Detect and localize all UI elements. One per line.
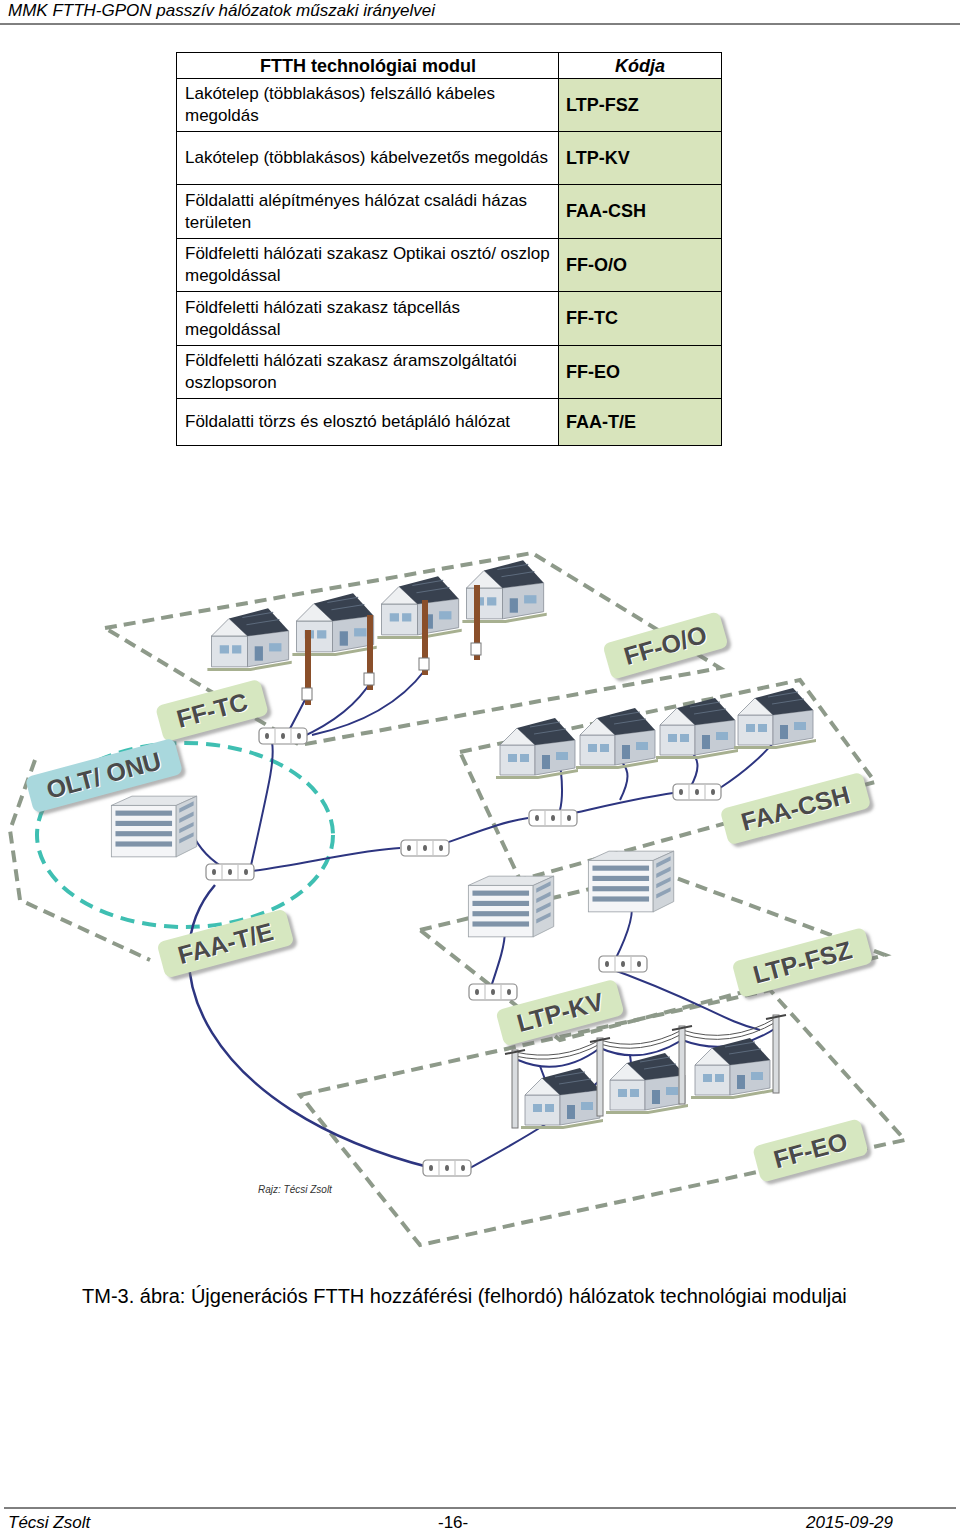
module-cell: Földfeletti hálózati szakasz tápcellás m…: [176, 291, 560, 346]
module-cell: Földalatti törzs és elosztó betápláló há…: [176, 398, 560, 446]
code-cell: FF-TC: [558, 291, 722, 346]
module-name: Földfeletti hálózati szakasz áramszolgál…: [185, 350, 551, 394]
module-banner: OLT/ ONU: [25, 737, 183, 812]
table-header-cell: FTTH technológiai modul: [176, 52, 560, 80]
pole-boxes: [302, 643, 481, 700]
drawing-credit: Rajz: Técsi Zsolt: [258, 1184, 332, 1195]
page-header: MMK FTTH-GPON passzív hálózatok műszaki …: [8, 1, 435, 21]
code-cell: FF-O/O: [558, 238, 722, 292]
banner-label: FAA-CSH: [739, 780, 854, 836]
code-cell: LTP-KV: [558, 131, 722, 185]
module-cell: Földalatti alépítményes hálózat családi …: [176, 184, 560, 239]
banner-label: FF-TC: [173, 687, 250, 733]
code-cell: FAA-CSH: [558, 184, 722, 239]
module-banner: FF-O/O: [602, 611, 728, 680]
module-name: Földalatti alépítményes hálózat családi …: [185, 190, 551, 234]
module-banner: FF-EO: [752, 1118, 869, 1182]
olt-ring: [37, 743, 333, 927]
module-name: Lakótelep (többlakásos) kábelvezetős meg…: [185, 147, 548, 169]
footer-author: Técsi Zsolt: [8, 1513, 90, 1531]
banner-label: OLT/ ONU: [43, 746, 164, 803]
module-code: FAA-T/E: [566, 412, 636, 433]
module-name: Földfeletti hálózati szakasz tápcellás m…: [185, 297, 551, 341]
code-cell: FAA-T/E: [558, 398, 722, 446]
house: [377, 576, 461, 639]
splice-box: [401, 840, 449, 856]
splice-box: [206, 864, 254, 880]
splice-box: [673, 784, 721, 800]
house: [734, 688, 816, 749]
wooden-poles: [305, 585, 480, 705]
module-code: FAA-CSH: [566, 201, 646, 222]
region-outlines: [10, 553, 905, 1245]
module-code: FF-EO: [566, 362, 620, 383]
table-header-text: FTTH technológiai modul: [260, 56, 476, 77]
house: [496, 718, 578, 779]
region-ff-eo: [300, 990, 905, 1245]
banner-label: LTP-KV: [514, 987, 607, 1037]
banner-label: FF-EO: [770, 1126, 850, 1172]
code-cell: FF-EO: [558, 345, 722, 399]
house: [521, 1068, 603, 1129]
module-name: Földfeletti hálózati szakasz Optikai osz…: [185, 243, 551, 287]
apartment-block: [468, 876, 553, 937]
banner-label: FAA-T/E: [175, 916, 276, 968]
module-banner: FAA-CSH: [720, 771, 872, 845]
header-rule: [0, 24, 960, 25]
splice-box: [599, 956, 647, 972]
module-code: FF-O/O: [566, 255, 627, 276]
module-cell: Földfeletti hálózati szakasz Optikai osz…: [176, 238, 560, 292]
module-code: LTP-KV: [566, 148, 630, 169]
code-cell: LTP-FSZ: [558, 78, 722, 132]
footer-date: 2015-09-29: [806, 1513, 893, 1531]
apartment-block: [588, 851, 673, 912]
house: [576, 708, 658, 769]
module-cell: Lakótelep (többlakásos) felszálló kábele…: [176, 78, 560, 132]
splice-box: [259, 728, 307, 744]
module-code: FF-TC: [566, 308, 618, 329]
house: [207, 608, 291, 671]
figure-caption: TM-3. ábra: Újgenerációs FTTH hozzáférés…: [82, 1285, 847, 1308]
table-header-text: Kódja: [615, 56, 665, 77]
splice-box: [529, 810, 577, 826]
olt-building: [111, 796, 196, 857]
banner-label: FF-O/O: [620, 619, 709, 669]
house: [691, 1038, 773, 1099]
house: [606, 1053, 688, 1114]
module-name: Lakótelep (többlakásos) felszálló kábele…: [185, 83, 551, 127]
module-cell: Földfeletti hálózati szakasz áramszolgál…: [176, 345, 560, 399]
module-banner: LTP-FSZ: [731, 926, 873, 997]
module-banner: LTP-KV: [495, 978, 625, 1046]
table-header-cell: Kódja: [558, 52, 722, 80]
banner-label: LTP-FSZ: [750, 935, 855, 988]
module-banner: FF-TC: [155, 678, 269, 742]
module-banner: FAA-T/E: [157, 908, 295, 978]
region-faa-csh: [460, 680, 875, 880]
splice-box: [423, 1160, 471, 1176]
house: [656, 698, 738, 759]
page-number: -16-: [438, 1513, 468, 1531]
module-name: Földalatti törzs és elosztó betápláló há…: [185, 411, 510, 433]
splice-box: [469, 984, 517, 1000]
footer-rule: [4, 1508, 956, 1509]
module-cell: Lakótelep (többlakásos) kábelvezetős meg…: [176, 131, 560, 185]
module-code: LTP-FSZ: [566, 95, 639, 116]
